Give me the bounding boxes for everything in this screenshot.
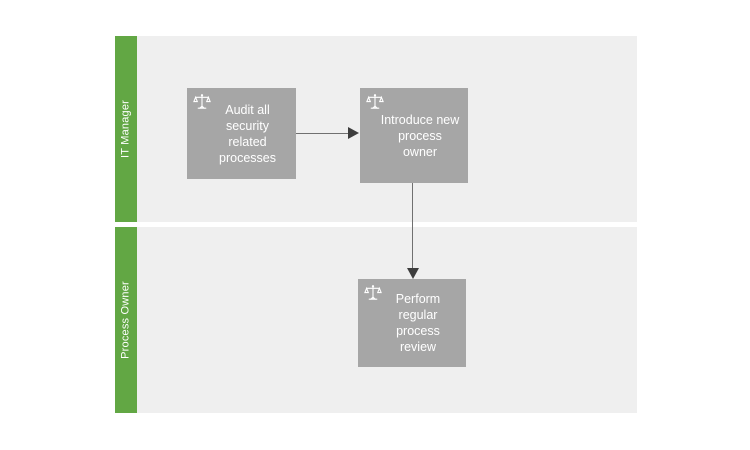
task-box-audit[interactable]: Audit all security related processes: [187, 88, 296, 179]
swimlane-header-process-owner[interactable]: Process Owner: [115, 227, 137, 413]
scales-icon: [366, 93, 384, 111]
task-label-audit: Audit all security related processes: [219, 102, 276, 165]
task-box-introduce[interactable]: Introduce new process owner: [360, 88, 468, 183]
scales-icon: [364, 284, 382, 302]
scales-icon: [193, 93, 211, 111]
swimlane-label-it-manager: IT Manager: [119, 99, 132, 159]
swimlane-label-process-owner: Process Owner: [119, 281, 132, 359]
task-box-review[interactable]: Perform regular process review: [358, 279, 466, 367]
task-label-review: Perform regular process review: [395, 292, 441, 354]
task-label-introduce: Introduce new process owner: [380, 112, 460, 159]
swimlane-header-it-manager[interactable]: IT Manager: [115, 36, 137, 222]
